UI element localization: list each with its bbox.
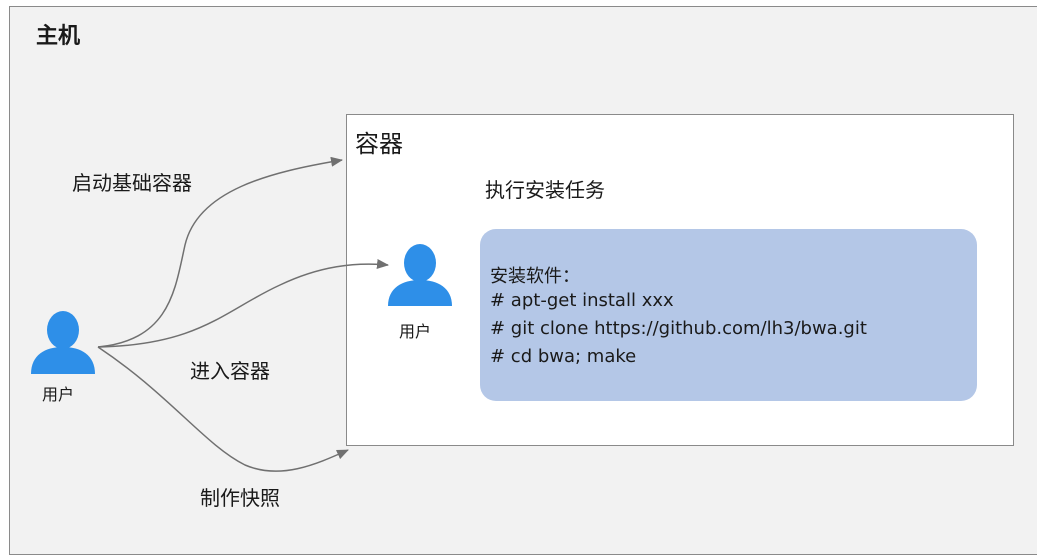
arrow-enter-container: [97, 259, 389, 348]
task-line-2: # apt-get install xxx: [490, 290, 674, 311]
task-line-4: # cd bwa; make: [490, 346, 637, 367]
outer-user-label: 用户: [42, 385, 75, 404]
arrow-start-container: [97, 156, 343, 348]
host-title: 主机: [36, 24, 81, 49]
container-title: 容器: [355, 130, 403, 158]
task-title: 执行安装任务: [485, 178, 605, 202]
task-line-1: 安装软件：: [490, 266, 580, 287]
edge-label-snapshot: 制作快照: [200, 486, 280, 510]
inner-user-icon: [388, 244, 452, 306]
arrow-snapshot: [97, 346, 349, 472]
edge-label-start: 启动基础容器: [72, 171, 192, 195]
outer-user-icon: [31, 311, 95, 374]
inner-user-label: 用户: [399, 322, 432, 341]
task-line-3: # git clone https://github.com/lh3/bwa.g…: [490, 318, 867, 339]
edge-label-enter: 进入容器: [190, 359, 270, 383]
task-box: [480, 229, 977, 401]
